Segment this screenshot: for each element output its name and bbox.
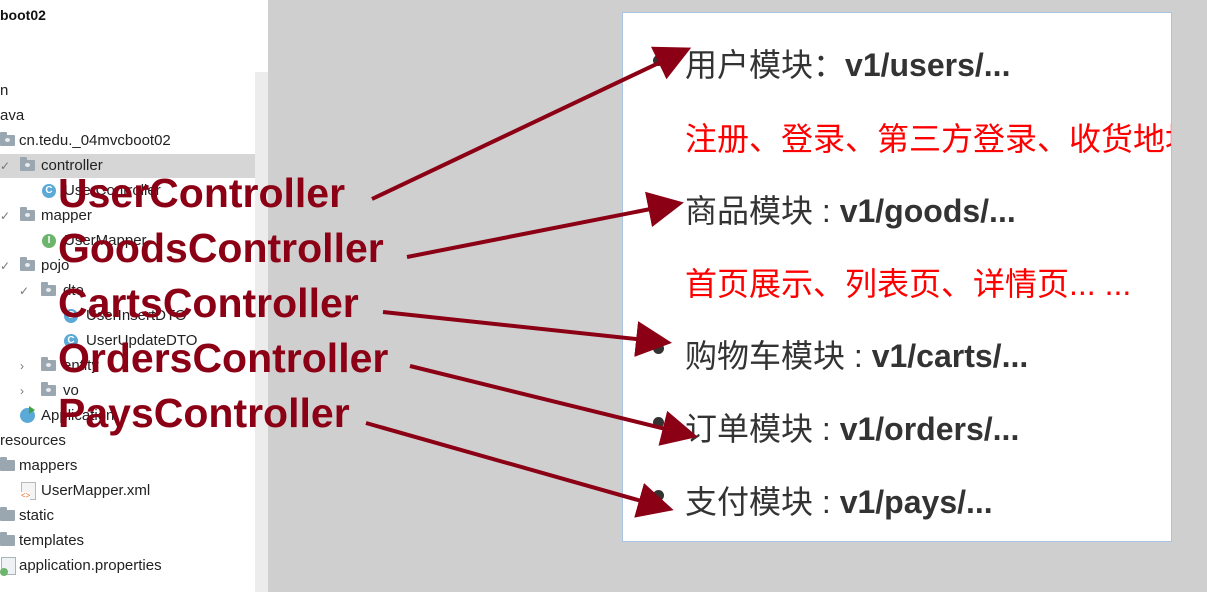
module-name: 商品模块 : bbox=[685, 193, 840, 229]
module-user: 用户模块：v1/users/... bbox=[685, 40, 1010, 86]
folder-icon bbox=[0, 532, 15, 546]
module-path: v1/users/... bbox=[845, 47, 1011, 83]
tree-item-label: entity bbox=[63, 357, 99, 374]
annotation-user-controller: UserController bbox=[58, 170, 346, 216]
tree-item-package[interactable]: cn.tedu._04mvcboot02 bbox=[0, 129, 255, 153]
arrow-goods bbox=[406, 191, 684, 259]
tree-item-label: pojo bbox=[41, 257, 70, 274]
chevron-down-icon[interactable]: ✓ bbox=[0, 259, 11, 273]
module-name: 购物车模块 : bbox=[685, 338, 872, 374]
annotation-carts-controller: CartsController bbox=[58, 280, 359, 326]
tree-item-label: vo bbox=[63, 382, 79, 399]
tree-item-mappers[interactable]: mappers bbox=[0, 454, 255, 478]
tree-item-label: Application bbox=[41, 407, 115, 424]
module-carts: 购物车模块 : v1/carts/... bbox=[685, 331, 1028, 377]
chevron-right-icon[interactable]: › bbox=[20, 359, 24, 373]
package-folder-icon bbox=[20, 207, 35, 221]
tree-item-label: templates bbox=[19, 532, 85, 549]
folder-icon bbox=[0, 507, 15, 521]
module-goods: 商品模块 : v1/goods/... bbox=[685, 186, 1016, 232]
tree-item-dto[interactable]: ✓ dto bbox=[0, 279, 255, 303]
tree-item-label: ava bbox=[0, 107, 25, 124]
arrow-pays bbox=[365, 421, 674, 518]
tree-item-label: cn.tedu._04mvcboot02 bbox=[19, 132, 171, 149]
tree-item-label: UserMapper.xml bbox=[41, 482, 151, 499]
project-name: boot02 bbox=[0, 7, 46, 23]
module-goods-desc: 首页展示、列表页、详情页... ... bbox=[685, 266, 1132, 302]
tree-item-entity[interactable]: › entity bbox=[0, 354, 255, 378]
module-orders: 订单模块 : v1/orders/... bbox=[685, 404, 1019, 450]
tree-item-resources[interactable]: resources bbox=[0, 429, 255, 453]
chevron-down-icon[interactable]: ✓ bbox=[0, 209, 11, 223]
tree-item-java[interactable]: ava bbox=[0, 104, 255, 128]
class-icon: C bbox=[42, 184, 56, 198]
tree-item-label: mapper bbox=[41, 207, 92, 224]
tree-item-usercontroller[interactable]: C UserController bbox=[0, 179, 255, 203]
folder-icon bbox=[0, 457, 15, 471]
package-folder-icon bbox=[41, 282, 56, 296]
project-tree-panel: boot02 n ava cn.tedu._04mvcboot02 ✓ cont… bbox=[0, 0, 268, 592]
tree-item-vo[interactable]: › vo bbox=[0, 379, 255, 403]
tree-item-main[interactable]: n bbox=[0, 79, 255, 103]
spring-app-icon bbox=[20, 406, 35, 423]
xml-file-icon bbox=[21, 482, 36, 500]
tree-item-application[interactable]: Application bbox=[0, 404, 255, 428]
tree-item-label: UserInsertDTO bbox=[86, 307, 187, 324]
properties-file-icon bbox=[0, 557, 16, 576]
tree-item-application-properties[interactable]: application.properties bbox=[0, 554, 255, 578]
tree-scrollbar[interactable] bbox=[255, 72, 268, 592]
tree-item-mapper[interactable]: ✓ mapper bbox=[0, 204, 255, 228]
package-folder-icon bbox=[20, 257, 35, 271]
module-path: v1/goods/... bbox=[839, 193, 1016, 229]
tree-item-usermapper[interactable]: I UserMapper bbox=[0, 229, 255, 253]
chevron-right-icon[interactable]: › bbox=[20, 384, 24, 398]
arrow-orders bbox=[409, 364, 698, 446]
arrow-user bbox=[371, 46, 692, 201]
tree-item-static[interactable]: static bbox=[0, 504, 255, 528]
tree-item-userinsertdto[interactable]: C UserInsertDTO bbox=[0, 304, 255, 328]
class-icon: C bbox=[64, 334, 78, 348]
tree-item-label: UserUpdateDTO bbox=[86, 332, 198, 349]
module-path: v1/carts/... bbox=[871, 338, 1029, 374]
tree-item-label: dto bbox=[63, 282, 84, 299]
tree-item-label: application.properties bbox=[19, 557, 162, 574]
tree-item-templates[interactable]: templates bbox=[0, 529, 255, 553]
module-list-panel: 用户模块：v1/users/... 注册、登录、第三方登录、收货地址 商品模块 … bbox=[622, 12, 1172, 542]
tree-item-controller[interactable]: ✓ controller bbox=[0, 154, 268, 178]
chevron-down-icon[interactable]: ✓ bbox=[19, 284, 30, 298]
annotation-orders-controller: OrdersController bbox=[58, 335, 389, 381]
tree-item-usermapper-xml[interactable]: UserMapper.xml bbox=[0, 479, 255, 503]
annotation-goods-controller: GoodsController bbox=[58, 225, 384, 271]
tree-item-userupdatedto[interactable]: C UserUpdateDTO bbox=[0, 329, 255, 353]
package-folder-icon bbox=[0, 132, 15, 146]
package-folder-icon bbox=[20, 157, 35, 171]
module-path: v1/orders/... bbox=[839, 411, 1020, 447]
module-name: 支付模块 : bbox=[685, 484, 840, 520]
module-name: 订单模块 : bbox=[685, 411, 840, 447]
interface-icon: I bbox=[42, 234, 56, 248]
module-name: 用户模块： bbox=[685, 47, 846, 83]
arrow-carts bbox=[382, 310, 672, 357]
tree-item-label: UserController bbox=[64, 182, 161, 199]
package-folder-icon bbox=[41, 382, 56, 396]
tree-item-label: resources bbox=[0, 432, 66, 449]
tree-item-label: controller bbox=[41, 157, 103, 174]
module-path: v1/pays/... bbox=[839, 484, 993, 520]
tree-item-label: n bbox=[0, 82, 9, 99]
tree-item-label: static bbox=[19, 507, 55, 524]
annotation-pays-controller: PaysController bbox=[58, 390, 350, 436]
package-folder-icon bbox=[41, 357, 56, 371]
tree-item-label: mappers bbox=[19, 457, 78, 474]
class-icon: C bbox=[64, 309, 78, 323]
tree-item-label: UserMapper bbox=[64, 232, 147, 249]
chevron-down-icon[interactable]: ✓ bbox=[0, 159, 11, 173]
bullet-dot bbox=[653, 417, 664, 428]
module-user-desc: 注册、登录、第三方登录、收货地址 bbox=[685, 121, 1172, 157]
module-pays: 支付模块 : v1/pays/... bbox=[685, 477, 993, 523]
tree-item-pojo[interactable]: ✓ pojo bbox=[0, 254, 255, 278]
